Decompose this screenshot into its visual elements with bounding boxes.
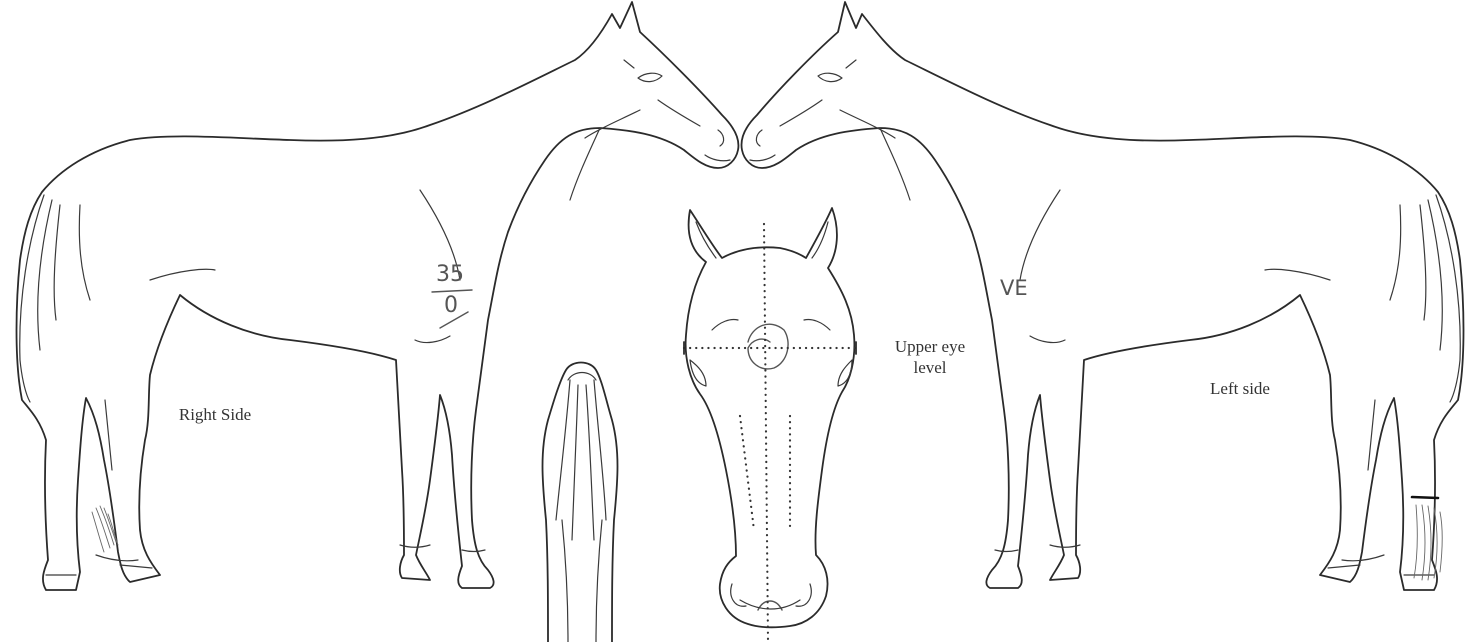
left-side-label: Left side — [1180, 378, 1300, 399]
left-horse-outline — [742, 2, 1464, 590]
right-horse-eye — [638, 73, 662, 81]
left-hind-leg-marking — [1412, 497, 1442, 580]
left-side-horse — [742, 2, 1464, 590]
center-line — [764, 224, 768, 640]
forehead-whorl-marking — [748, 324, 788, 369]
left-horse-tail — [1436, 195, 1460, 402]
right-neck-annotation-bottom: 0 — [444, 293, 458, 318]
front-head-outline — [686, 208, 855, 627]
rear-view-outline — [543, 363, 618, 642]
right-horse-outline — [17, 2, 739, 590]
right-hind-leg-marking — [92, 506, 118, 552]
right-neck-fraction-line — [432, 290, 472, 292]
upper-eye-level-label-line1: Upper eye — [868, 336, 992, 357]
left-neck-annotation: VE — [1000, 276, 1028, 300]
right-side-label: Right Side — [150, 404, 280, 425]
right-horse-tail — [20, 195, 44, 402]
left-horse-eye — [818, 73, 842, 81]
left-horse-nostril — [756, 130, 762, 146]
upper-eye-level-label: Upper eye level — [868, 336, 992, 378]
front-head-view — [684, 208, 856, 640]
right-neck-annotation-top: 35 — [436, 262, 464, 287]
right-side-horse — [17, 2, 739, 590]
front-head-right-eye — [838, 360, 852, 386]
front-head-nostrils — [731, 584, 746, 606]
upper-eye-level-label-line2: level — [868, 357, 992, 378]
rear-view-tail — [543, 363, 618, 642]
right-horse-nostril — [718, 130, 724, 146]
